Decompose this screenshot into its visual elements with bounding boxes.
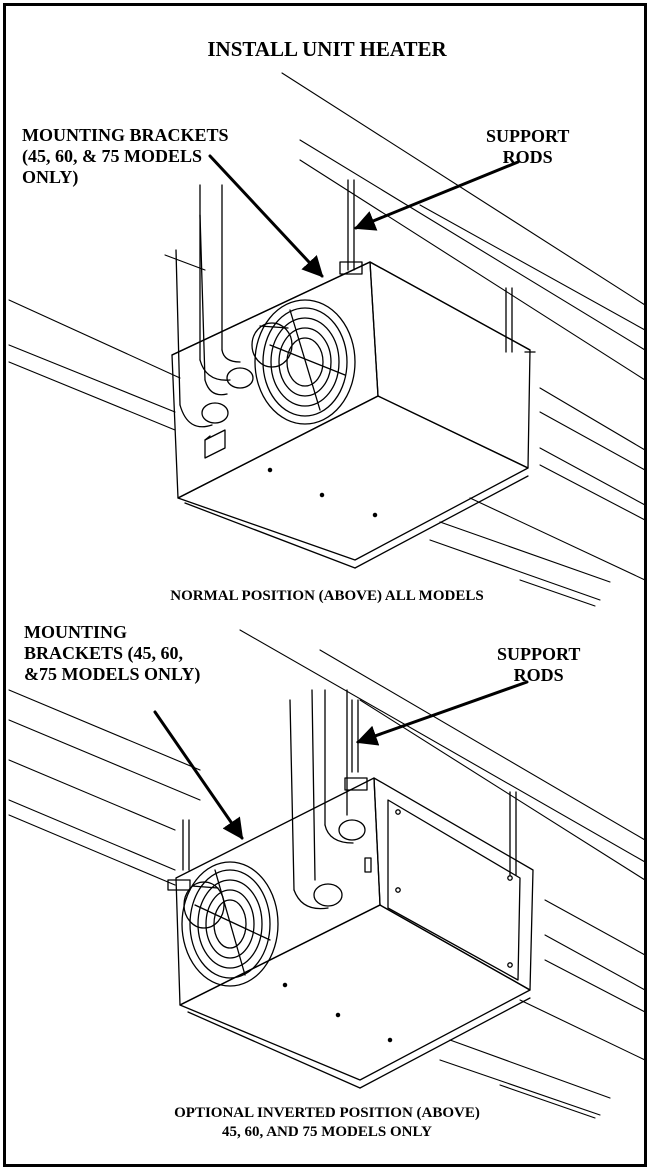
ceiling-lines-bottom [8,629,646,1119]
arrow-support-rods-bottom [356,680,529,746]
diagram-border [3,3,647,1167]
mounting-brackets-label-top: MOUNTING BRACKETS (45, 60, & 75 MODELS O… [22,125,229,188]
vent-pipes-top [175,184,254,428]
caption-normal-position: NORMAL POSITION (ABOVE) ALL MODELS [170,588,484,604]
vent-pipes-bottom [289,689,366,910]
mounting-brackets-label-bottom: MOUNTING BRACKETS (45, 60, &75 MODELS ON… [24,622,201,685]
heater-cabinet-top [171,261,536,569]
support-rods-bottom [182,699,517,876]
ceiling-lines-top [8,72,646,607]
arrow-support-rods-top [354,160,520,231]
blower-fan-top [251,299,356,425]
diagram-title: INSTALL UNIT HEATER [207,37,447,61]
support-rods-top [347,179,513,353]
arrow-mounting-brackets-top [208,154,324,278]
support-rods-label-top: SUPPORT RODS [486,126,570,168]
blower-fan-bottom [181,861,279,987]
arrow-mounting-brackets-bottom [153,710,244,840]
heater-cabinet-bottom [167,777,534,1089]
support-rods-label-bottom: SUPPORT RODS [497,644,581,686]
caption-inverted-position: OPTIONAL INVERTED POSITION (ABOVE) 45, 6… [174,1105,480,1140]
